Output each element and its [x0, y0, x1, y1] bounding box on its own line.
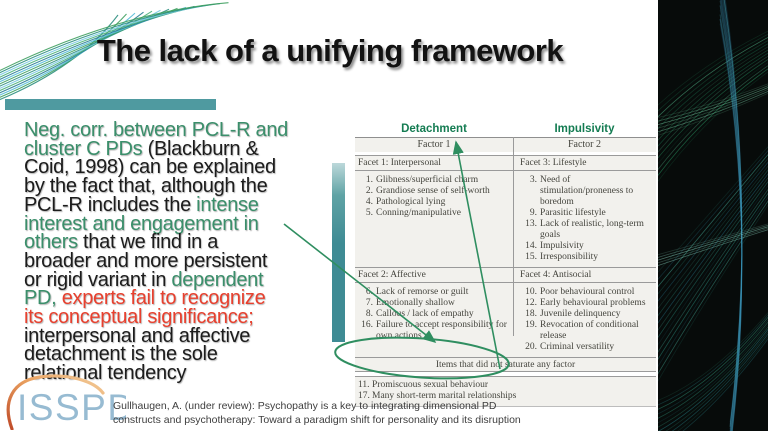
side-art-strip — [658, 0, 768, 431]
text-segment: by the fact that, although the — [24, 175, 268, 198]
text-line: detachment is the sole — [24, 343, 344, 366]
text-segment: relational tendency — [24, 362, 187, 385]
text-segment: that we find in a — [83, 231, 219, 254]
table-item: 15.Irresponsibility — [525, 252, 599, 262]
logo-text: ISSPD — [17, 387, 126, 428]
factor-row: Factor 1 Factor 2 — [355, 137, 656, 152]
text-segment: (Blackburn & — [147, 137, 259, 160]
text-segment: experts fail to recognize — [61, 287, 266, 310]
detachment-header: Detachment — [401, 123, 467, 135]
text-line: Coid, 1998) can be explained — [24, 156, 344, 179]
isspd-logo: ISSPD — [6, 374, 126, 430]
logo-arc — [6, 374, 105, 430]
citation-line: Gullhaugen, A. (under review): Psychopat… — [113, 400, 497, 412]
corner-swirl-decoration — [0, 2, 229, 101]
text-line: cluster C PDs (Blackburn & — [24, 137, 344, 160]
text-segment: or rigid variant in — [24, 268, 172, 291]
table-item: 2.Grandiose sense of self-worth — [365, 186, 490, 196]
text-line: its conceptual significance; — [24, 306, 344, 329]
table-item: 4.Pathological lying — [365, 197, 446, 207]
table-item: 10.Poor behavioural control — [525, 287, 635, 297]
table-item: 14.Impulsivity — [525, 241, 584, 251]
text-segment: intense — [196, 193, 259, 216]
table-item: 13.Lack of realistic, long-term goals — [525, 219, 644, 240]
text-segment: detachment is the sole — [24, 343, 218, 366]
text-line: others that we find in a — [24, 231, 344, 254]
table-column-divider — [513, 137, 514, 336]
table-green-headers: Detachment Impulsivity — [355, 123, 656, 137]
table-item: 6.Lack of remorse or guilt — [365, 287, 469, 297]
text-line: Neg. corr. between PCL-R and — [24, 119, 344, 141]
text-segment: broader and more persistent — [24, 249, 268, 272]
text-line: or rigid variant in dependent — [24, 268, 344, 291]
unsaturated-note: Items that did not saturate any factor — [355, 357, 656, 372]
table-item: 20.Criminal versatility — [525, 342, 615, 352]
text-segment: interest and engagement in — [24, 212, 259, 235]
facet2-label: Facet 2: Affective — [358, 270, 426, 280]
accent-bar-horizontal — [5, 99, 216, 110]
text-segment: its conceptual significance; — [24, 306, 254, 329]
text-line: interest and engagement in — [24, 212, 344, 235]
text-segment: cluster C PDs — [24, 137, 148, 160]
factor1-label: Factor 1 — [417, 139, 451, 150]
table-item: 7.Emotionally shallow — [365, 298, 455, 308]
table-item: 1.Glibness/superficial charm — [365, 175, 479, 185]
pclr-factor-table: Detachment Impulsivity Factor 1 Factor 2… — [355, 123, 656, 407]
table-item: 17.Many short-term marital relationships — [358, 391, 517, 401]
table-item: 3.Need of stimulation/proneness to bored… — [529, 175, 634, 207]
text-segment: Coid, 1998) can be explained — [24, 156, 276, 179]
facet3-items: 3.Need of stimulation/proneness to bored… — [513, 175, 656, 263]
slide-title: The lack of a unifying framework — [96, 33, 564, 68]
text-line: relational tendency — [24, 362, 344, 385]
facet1-label: Facet 1: Interpersonal — [358, 158, 441, 168]
citation: Gullhaugen, A. (under review): Psychopat… — [113, 400, 583, 427]
text-segment: dependent — [171, 268, 264, 291]
table-item: 16.Failure to accept responsibility for … — [361, 320, 507, 341]
text-segment: others — [24, 231, 84, 254]
facet-row-2: Facet 2: Affective Facet 4: Antisocial — [355, 267, 656, 283]
factor2-label: Factor 2 — [567, 139, 602, 150]
table-item: 12.Early behavioural problems — [525, 298, 646, 308]
table-item: 18.Juvenile delinquency — [525, 309, 621, 319]
table-item: 19.Revocation of conditional release — [525, 320, 639, 341]
text-line: interpersonal and affective — [24, 324, 344, 347]
table-item: 5.Conning/manipulative — [365, 208, 461, 218]
text-segment: interpersonal and affective — [24, 324, 251, 347]
text-line: broader and more persistent — [24, 249, 344, 272]
table-item: 8.Callous / lack of empathy — [365, 309, 474, 319]
facet4-label: Facet 4: Antisocial — [520, 270, 592, 280]
text-line: PD, experts fail to recognize — [24, 287, 344, 310]
text-line: by the fact that, although the — [24, 175, 344, 198]
text-segment: PCL-R includes the — [24, 193, 197, 216]
text-line: PCL-R includes the intense — [24, 193, 344, 216]
facet-row-1: Facet 1: Interpersonal Facet 3: Lifestyl… — [355, 155, 656, 171]
citation-line: constructs and psychotherapy: Toward a p… — [113, 413, 521, 426]
impulsivity-header: Impulsivity — [554, 123, 615, 135]
facet3-label: Facet 3: Lifestyle — [520, 158, 587, 168]
text-segment: Neg. corr. between PCL-R and — [24, 119, 288, 141]
table-item: 9.Parasitic lifestyle — [529, 208, 606, 218]
table-item: 11.Promiscuous sexual behaviour — [358, 380, 489, 390]
text-segment: PD, — [24, 287, 62, 310]
